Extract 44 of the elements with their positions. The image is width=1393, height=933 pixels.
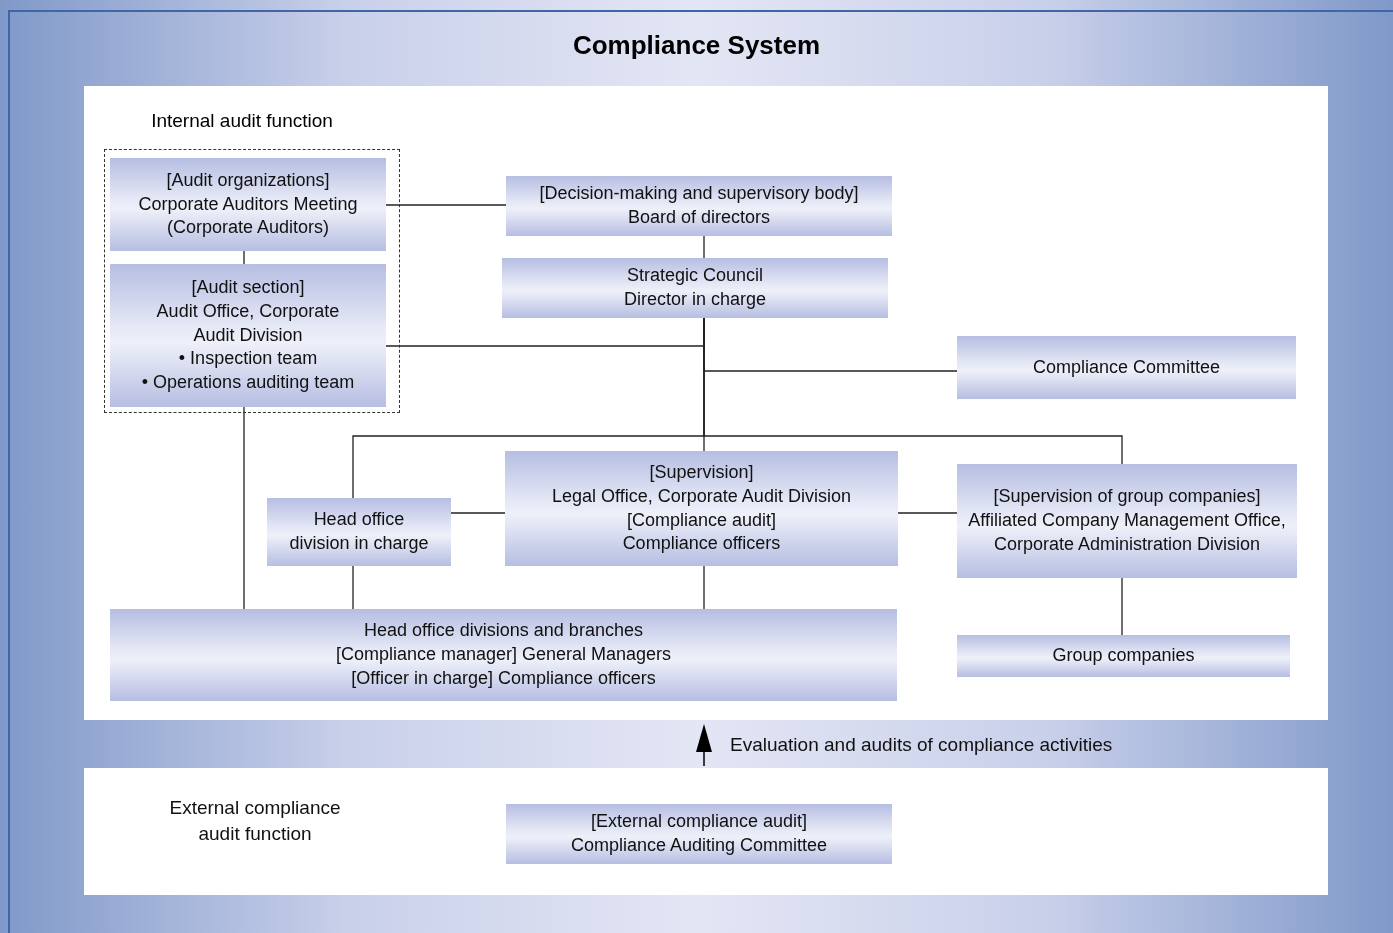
org-box: Group companies bbox=[957, 635, 1290, 677]
connector-line bbox=[1121, 577, 1123, 636]
box-heading: [Audit section] bbox=[191, 276, 305, 300]
box-text: Affiliated Company Management Office, Corporate Administration Division bbox=[967, 509, 1287, 556]
connector-line bbox=[450, 512, 506, 514]
group-heading: Internal audit function bbox=[150, 110, 334, 132]
org-box bbox=[110, 264, 386, 407]
connector-line bbox=[385, 204, 507, 206]
org-box bbox=[110, 609, 897, 701]
box-text: Corporate Auditors Meeting bbox=[138, 192, 358, 216]
org-box: Strategic Council Director in charge bbox=[502, 258, 888, 318]
box-heading: [Supervision of group companies] bbox=[993, 485, 1261, 509]
connector-line bbox=[703, 235, 705, 259]
box-text: • Inspection team bbox=[178, 347, 318, 371]
box-text: Audit Office, Corporate Audit Division bbox=[155, 299, 341, 347]
org-box bbox=[957, 464, 1297, 578]
box-heading: [External compliance audit] bbox=[590, 810, 808, 834]
org-box bbox=[110, 158, 386, 251]
connector-line bbox=[243, 406, 245, 610]
connector-line bbox=[897, 512, 958, 514]
box-text: [Officer in charge] Compliance officers bbox=[351, 666, 656, 690]
org-box bbox=[506, 176, 892, 236]
box-heading: Head office divisions and branches bbox=[364, 619, 643, 643]
box-text: • Operations auditing team bbox=[141, 371, 355, 395]
section-heading: External compliance audit function bbox=[168, 796, 342, 846]
box-text: [Compliance manager] General Managers bbox=[335, 643, 672, 667]
box-heading: [Audit organizations] bbox=[166, 168, 330, 192]
org-box: Compliance Committee bbox=[957, 336, 1296, 399]
box-text: Compliance Auditing Committee bbox=[570, 834, 828, 857]
box-text: (Corporate Auditors) bbox=[166, 216, 330, 240]
connector-line bbox=[243, 250, 245, 265]
diagram-title: Compliance System bbox=[571, 30, 822, 61]
org-box bbox=[506, 804, 892, 864]
connector-line bbox=[703, 565, 705, 610]
box-text: Compliance officers bbox=[622, 532, 781, 556]
connector-line bbox=[352, 565, 354, 610]
arrow-label: Evaluation and audits of compliance activities bbox=[730, 733, 1114, 757]
org-box bbox=[505, 451, 898, 566]
box-text: [Compliance audit] bbox=[626, 508, 777, 532]
box-text: Legal Office, Corporate Audit Division bbox=[552, 484, 851, 508]
box-heading: [Decision-making and supervisory body] bbox=[539, 182, 859, 206]
org-box: Head office division in charge bbox=[267, 498, 451, 566]
box-heading: [Supervision] bbox=[649, 461, 754, 484]
box-text: Board of directors bbox=[627, 206, 771, 229]
